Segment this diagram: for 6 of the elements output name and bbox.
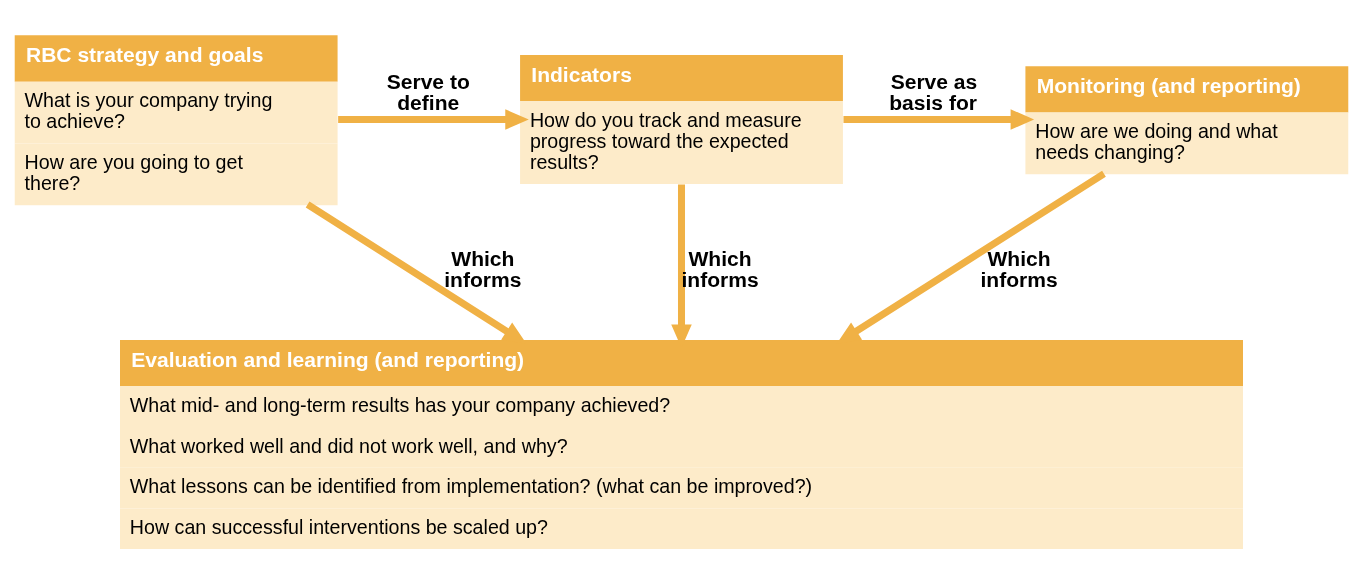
edge-label: Which informs <box>444 247 522 292</box>
arrow <box>338 109 529 130</box>
arrow <box>843 109 1035 130</box>
edge-label: Which informs <box>980 247 1058 292</box>
edge-label: Serve to define <box>386 69 470 114</box>
edge-label: Serve as basis for <box>889 69 978 114</box>
